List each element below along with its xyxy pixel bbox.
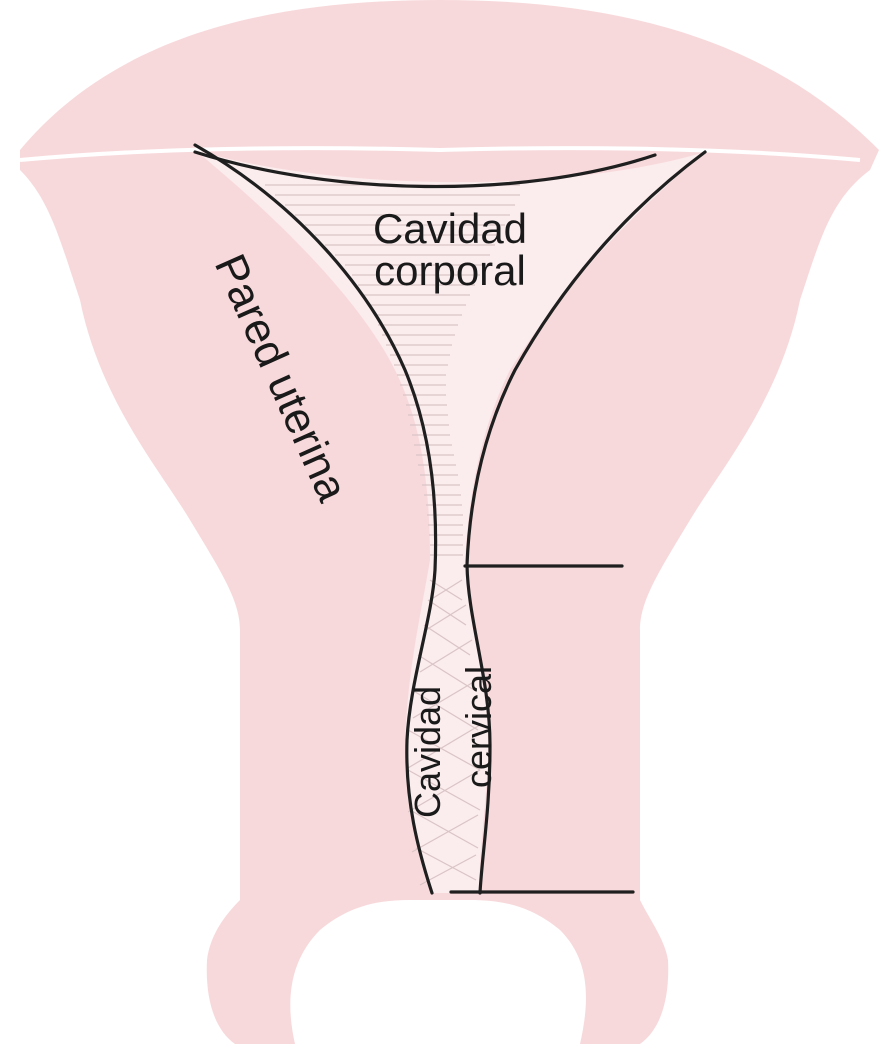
body-cavity-label-line1: Cavidad [373,205,527,252]
body-cavity-label-line2: corporal [374,247,526,294]
cervical-cavity-label-line1: Cavidad [407,686,448,818]
cervical-cavity-label-line2: cervical [458,666,499,788]
